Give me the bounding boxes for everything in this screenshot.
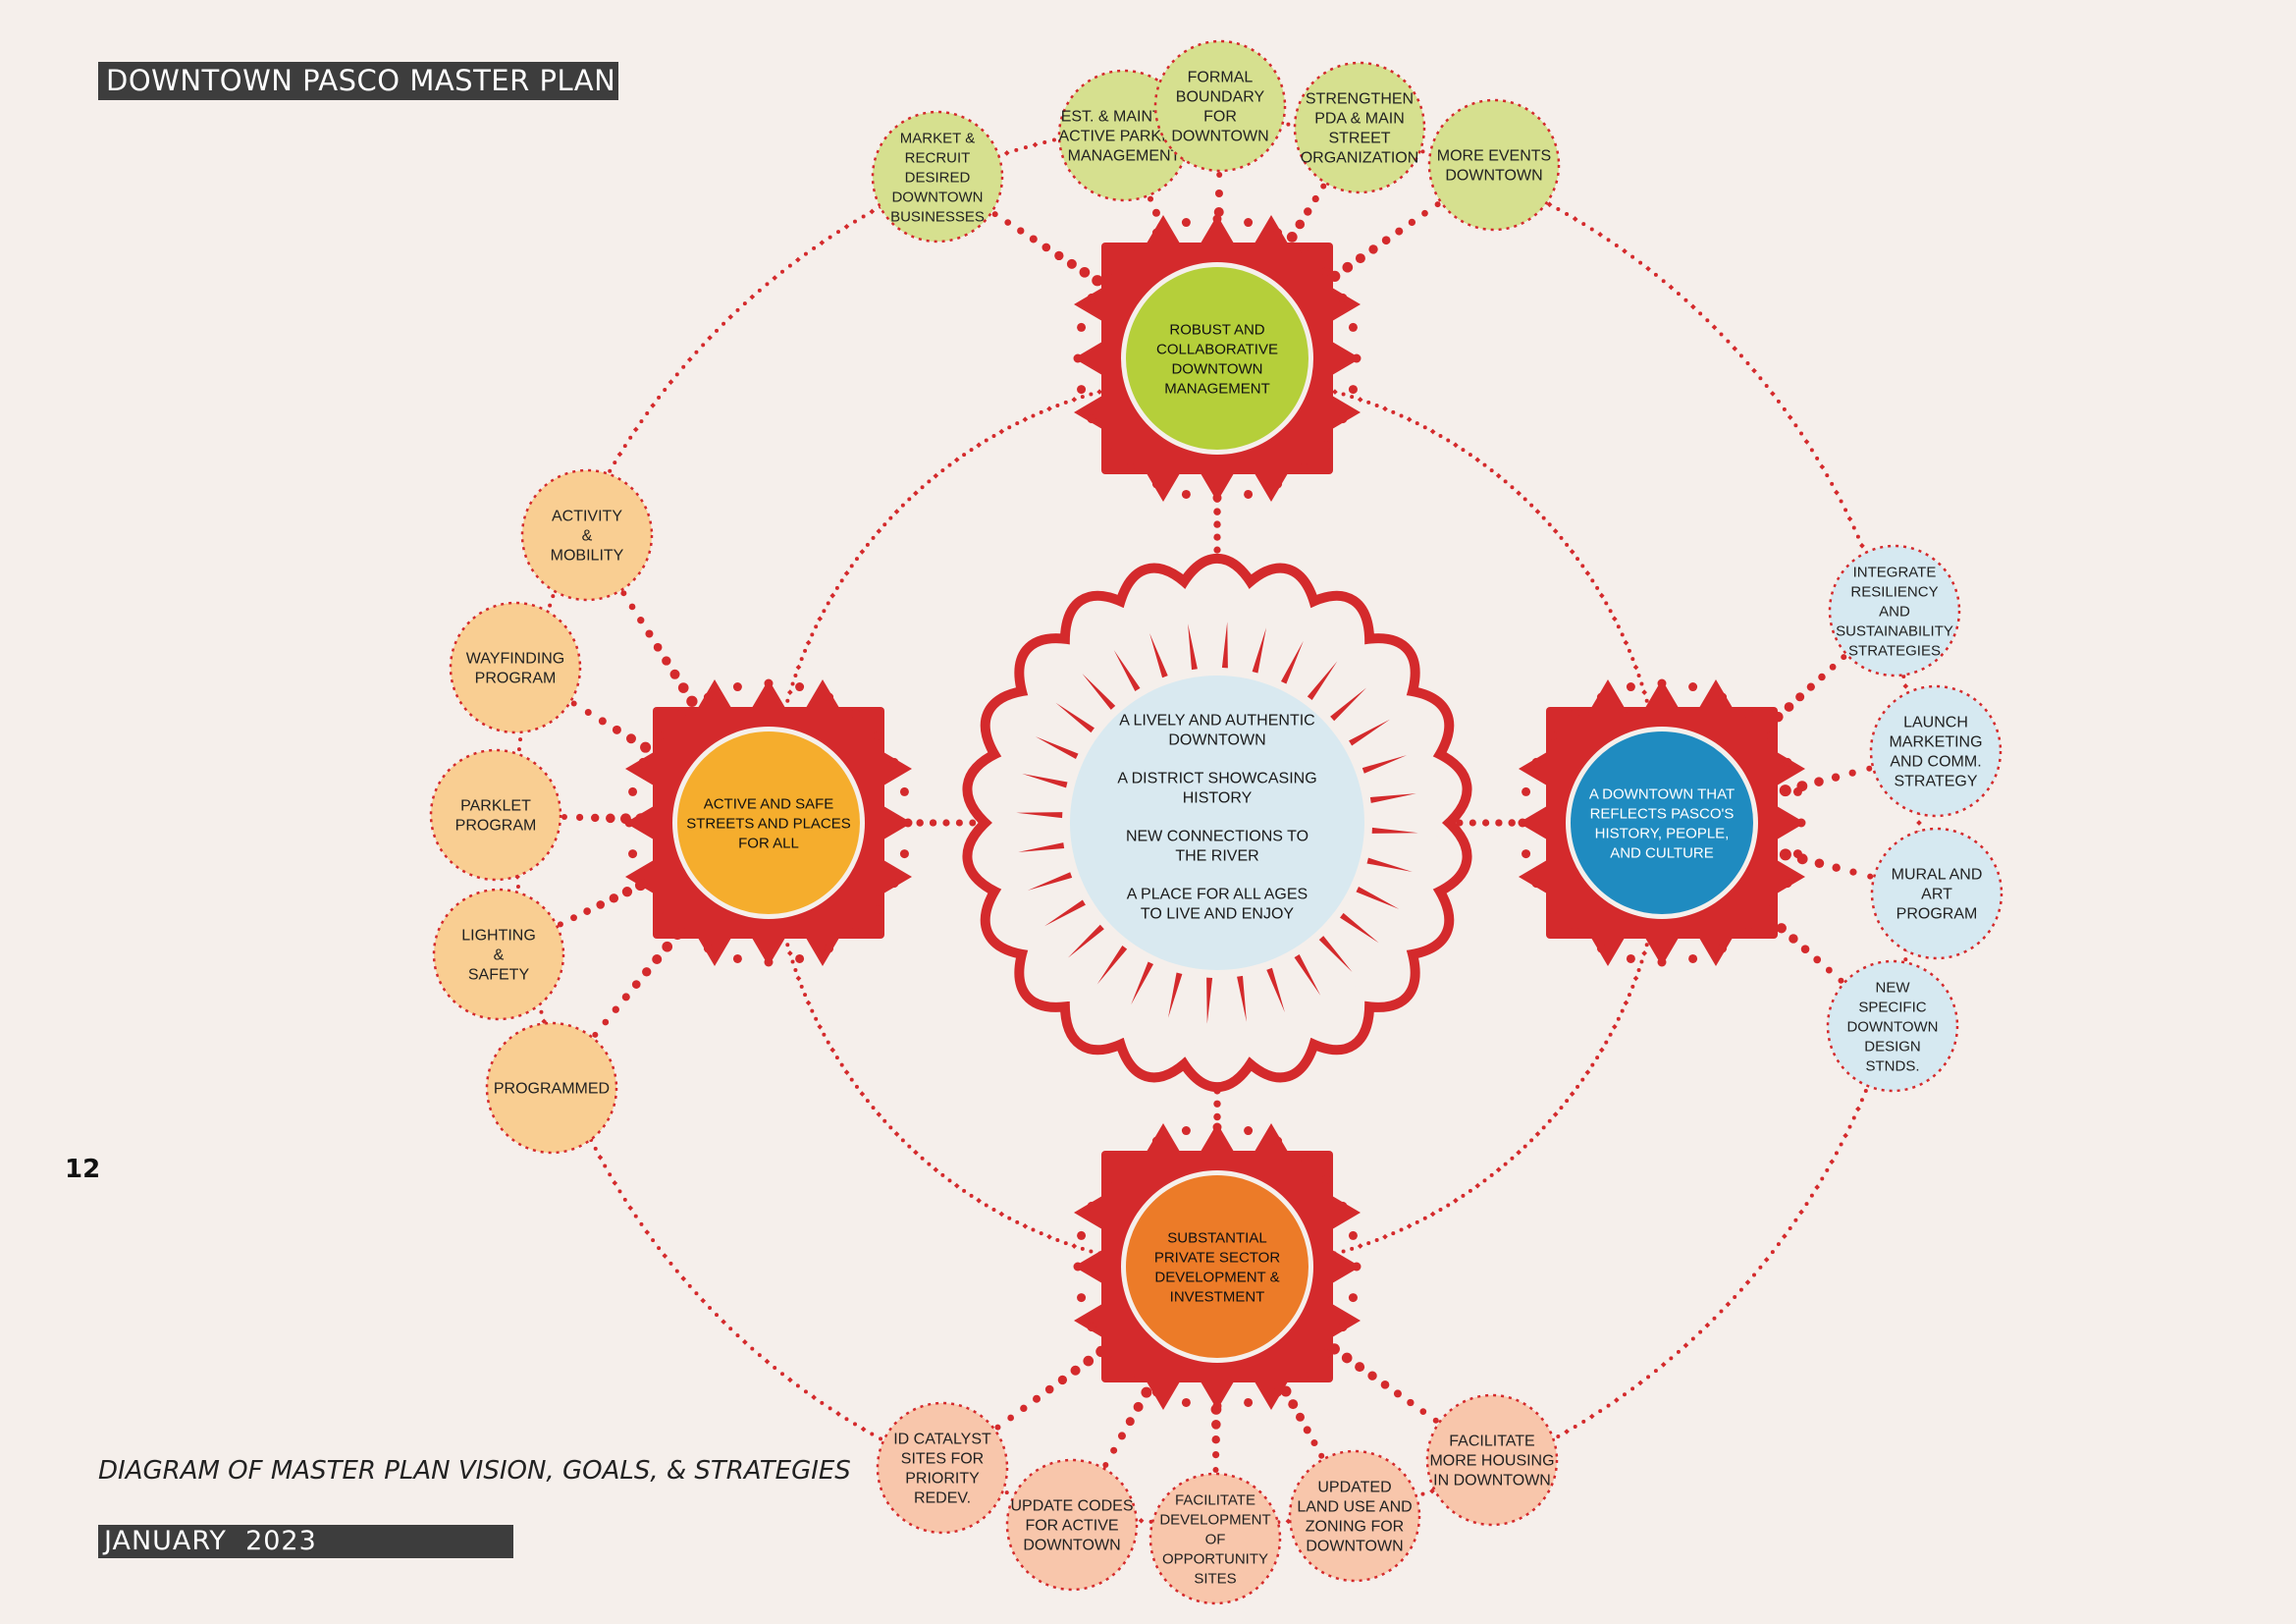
goal-circle <box>1126 1175 1308 1358</box>
document-date: JANUARY 2023 <box>98 1525 513 1558</box>
hub-to-strategy-link <box>1315 201 1441 292</box>
strategy-bubble-streets: PROGRAMMED <box>485 1021 618 1155</box>
goal-beads <box>1518 678 1806 967</box>
hub-to-strategy-link <box>620 590 707 722</box>
goal-circle <box>1571 731 1753 914</box>
hub-to-strategy-link <box>1315 1333 1439 1424</box>
document-header: DOWNTOWN PASCO MASTER PLAN <box>98 62 618 100</box>
goal-arrows <box>1074 215 1361 502</box>
hub-to-strategy-link <box>1779 765 1873 797</box>
page-number: 12 <box>65 1155 101 1184</box>
goal-beads <box>1073 214 1362 503</box>
strategy-bubble-streets: LIGHTING&SAFETY <box>432 888 565 1021</box>
goal-arrows <box>625 679 912 966</box>
hub-to-strategy-link <box>570 700 667 763</box>
goal-arrows <box>1519 679 1805 966</box>
strategy-label: ACTIVITY&MOBILITY <box>551 509 624 565</box>
strategy-label: PROGRAMMED <box>494 1081 610 1098</box>
hub-to-strategy-link <box>991 211 1116 296</box>
strategy-label: LIGHTING&SAFETY <box>461 928 536 984</box>
strategy-bubble-streets: ACTIVITY&MOBILITY <box>520 468 654 602</box>
goal-beads <box>624 678 913 967</box>
vision-circle <box>1070 676 1364 970</box>
hub-to-strategy-link <box>994 1335 1121 1431</box>
vision-rays <box>1016 622 1418 1024</box>
goal-arrows <box>1074 1123 1361 1410</box>
diagram-caption: DIAGRAM OF MASTER PLAN VISION, GOALS, & … <box>98 1456 851 1486</box>
goal-beads <box>1073 1122 1362 1411</box>
goal-circle <box>1126 267 1308 450</box>
goal-circle <box>677 731 860 914</box>
